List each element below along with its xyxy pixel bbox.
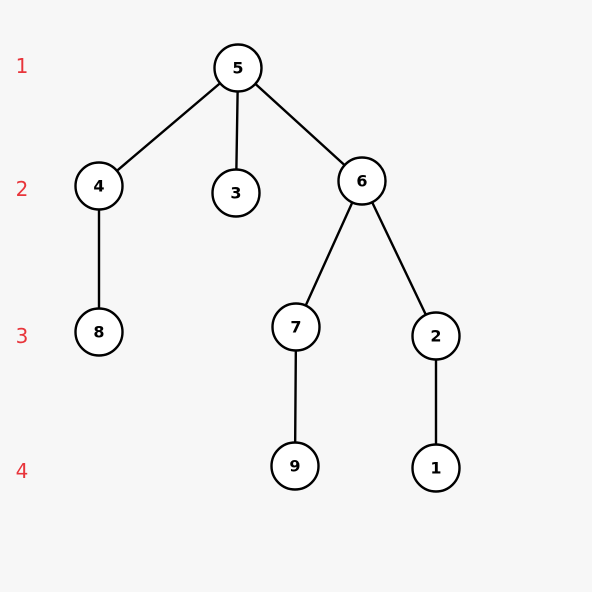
level-label-1: 1 <box>16 54 29 78</box>
node-label: 6 <box>356 172 367 191</box>
node-circle <box>270 441 320 491</box>
edge-n5-n6 <box>236 66 364 183</box>
node-circle <box>411 443 461 493</box>
node-label: 7 <box>290 318 301 337</box>
edges-layer <box>97 66 438 470</box>
tree-node-4: 4 <box>74 161 124 211</box>
tree-node-5: 5 <box>213 43 263 93</box>
node-circle <box>211 168 261 218</box>
tree-node-1: 1 <box>411 443 461 493</box>
level-label-2: 2 <box>16 177 29 201</box>
tree-node-2: 2 <box>411 311 461 361</box>
tree-node-6: 6 <box>337 156 387 206</box>
tree-node-7: 7 <box>271 302 321 352</box>
node-circle <box>271 302 321 352</box>
node-circle <box>74 161 124 211</box>
edge-n6-n7 <box>294 179 364 329</box>
level-label-4: 4 <box>16 459 29 483</box>
node-circle <box>74 307 124 357</box>
edge-n6-n2 <box>360 179 438 338</box>
node-label: 9 <box>289 457 300 476</box>
tree-node-3: 3 <box>211 168 261 218</box>
level-labels: 1 2 3 4 <box>16 54 29 483</box>
level-label-3: 3 <box>16 324 29 348</box>
tree-node-9: 9 <box>270 441 320 491</box>
nodes-layer: 5 4 3 6 8 7 2 9 1 <box>74 43 461 493</box>
node-label: 4 <box>93 177 104 196</box>
edge-n5-n4 <box>97 66 240 188</box>
tree-node-8: 8 <box>74 307 124 357</box>
node-label: 1 <box>430 459 441 478</box>
node-label: 3 <box>230 184 241 203</box>
node-circle <box>213 43 263 93</box>
node-label: 2 <box>430 327 441 346</box>
node-circle <box>337 156 387 206</box>
node-label: 5 <box>232 59 243 78</box>
node-circle <box>411 311 461 361</box>
node-label: 8 <box>93 323 104 342</box>
